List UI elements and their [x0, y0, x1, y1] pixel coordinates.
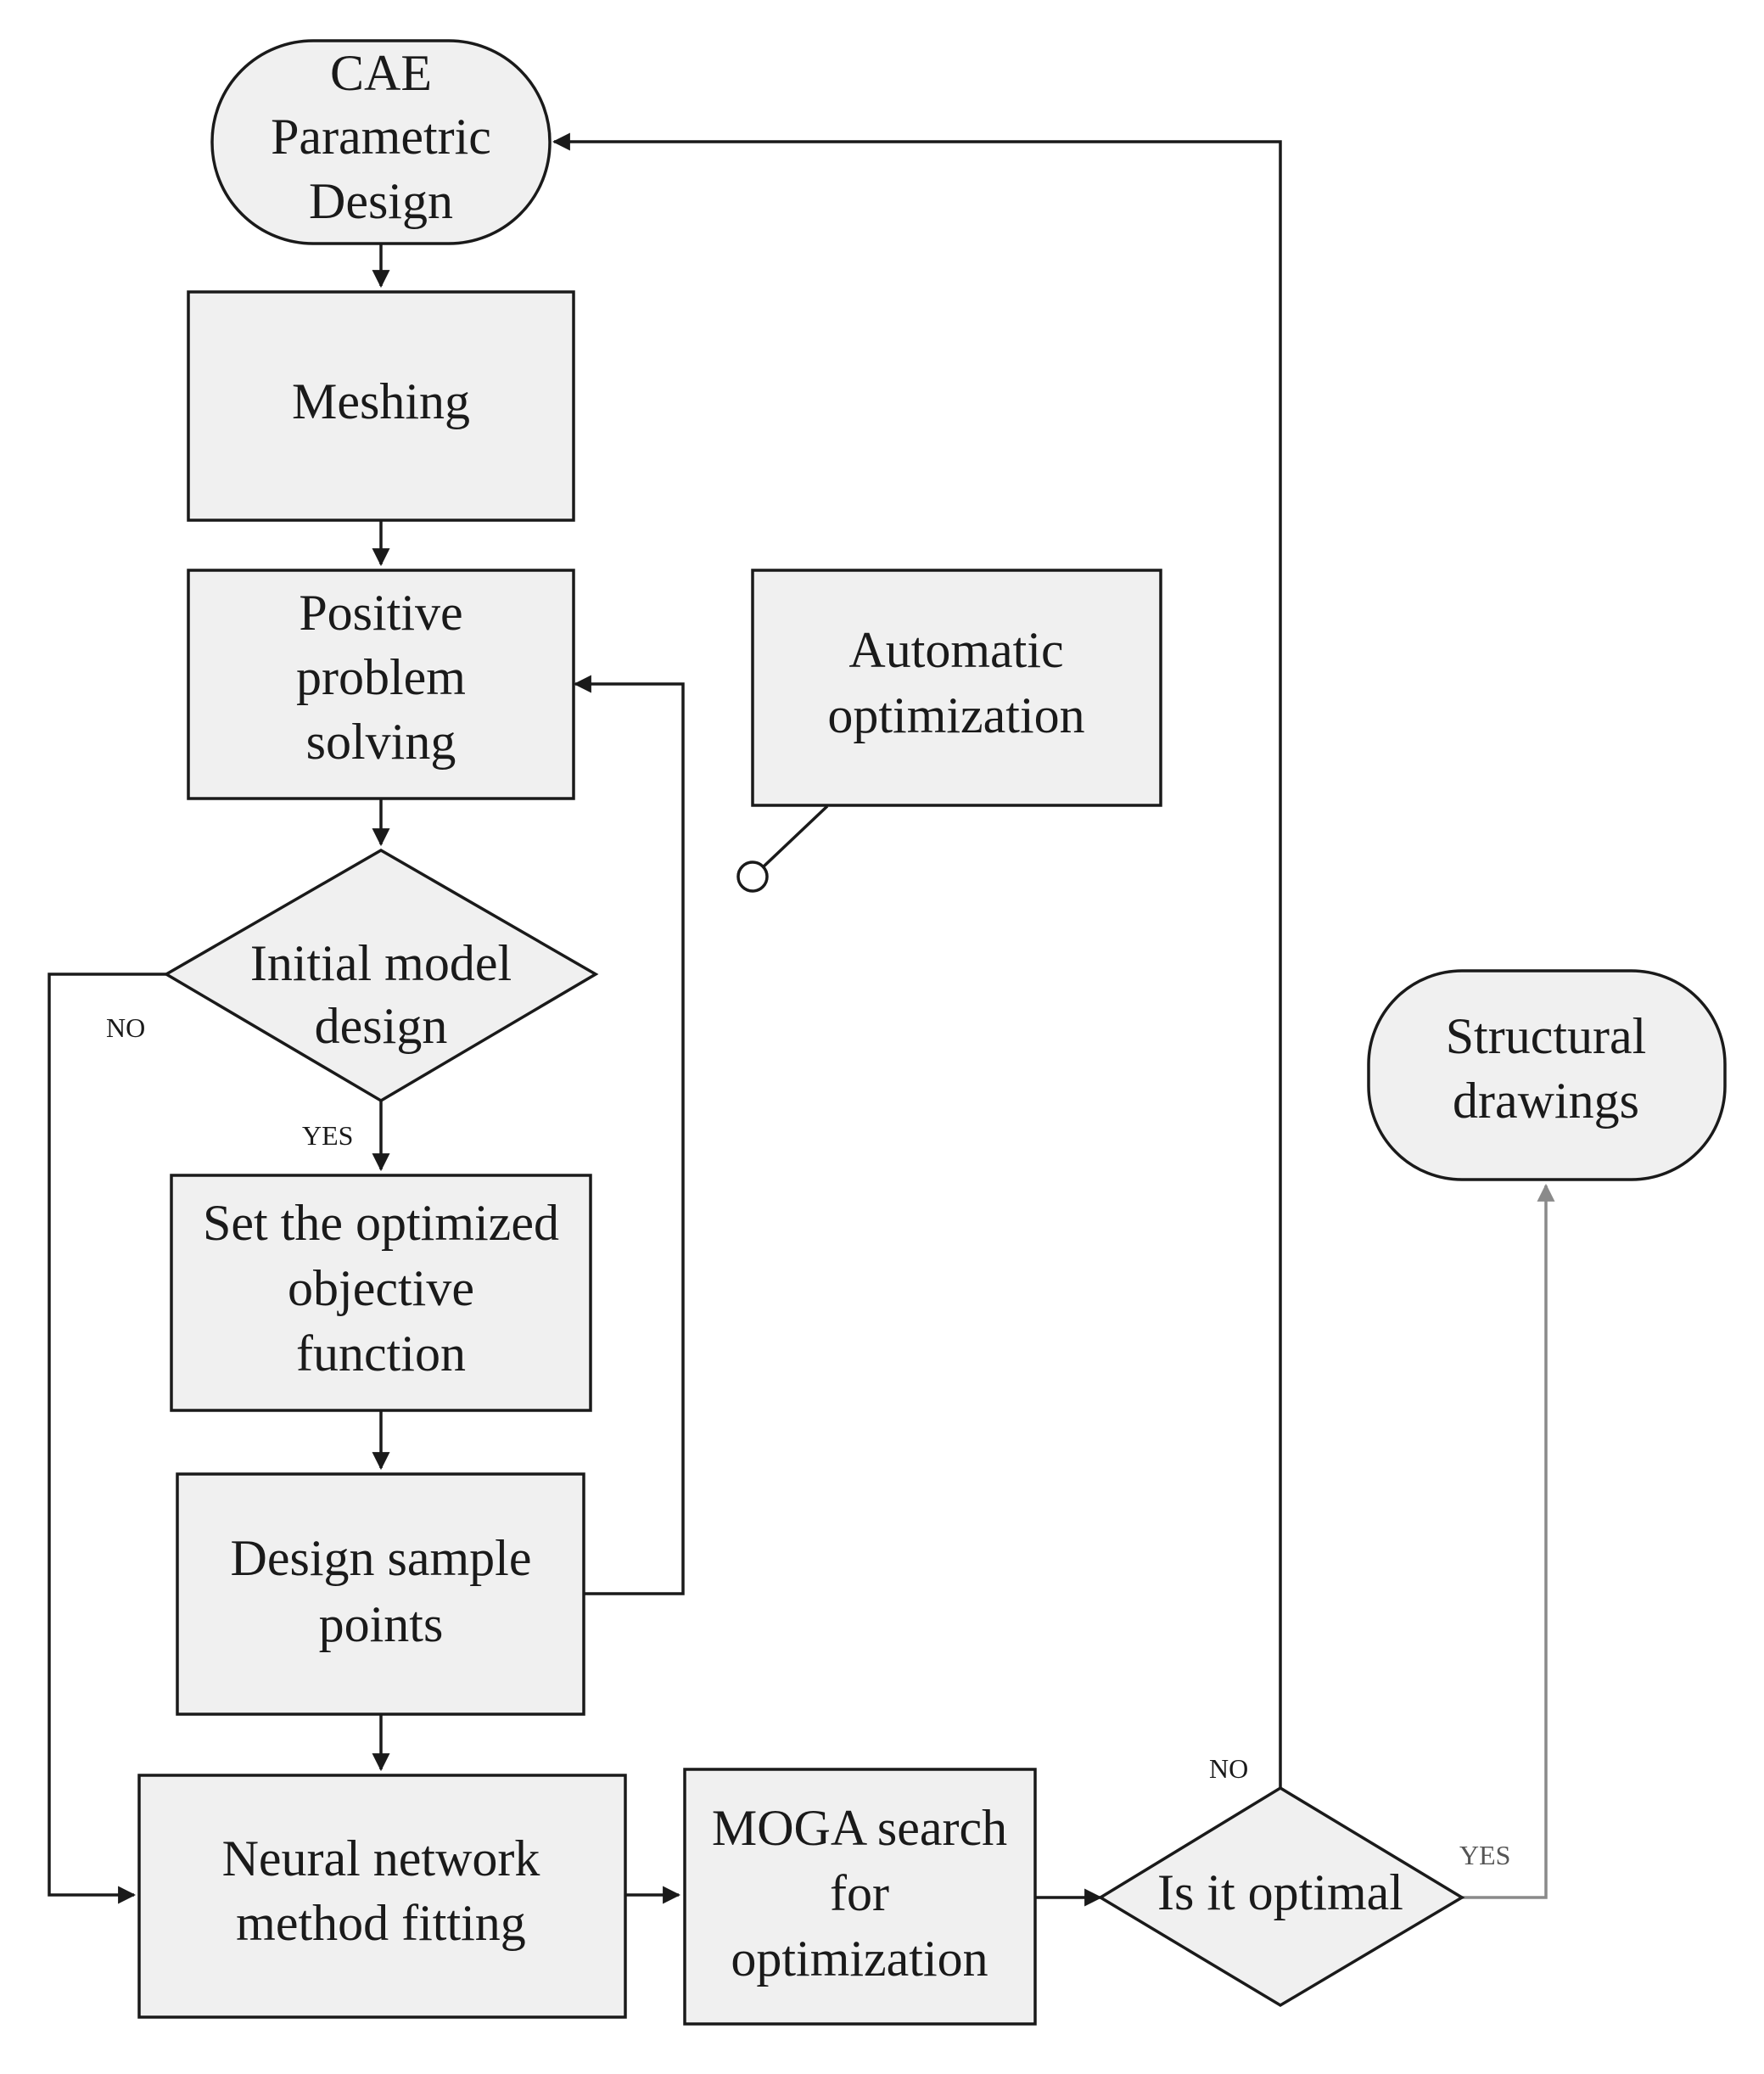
node-automatic-optimization: Automatic optimization	[751, 569, 1162, 807]
node-meshing-line-1: Meshing	[292, 373, 470, 429]
node-moga-line-1: MOGA search	[712, 1800, 1007, 1856]
node-design-sample-line-1: Design sample	[231, 1530, 532, 1586]
node-set-objective-line-1: Set the optimized	[203, 1195, 559, 1251]
callout-tail	[761, 804, 829, 869]
edge-labels: NO YES NO YES	[106, 1012, 1510, 1870]
node-cae-line-1: CAE	[330, 45, 432, 101]
arrow-initial-no-to-neural	[48, 973, 166, 1904]
node-moga-line-2: for	[830, 1865, 889, 1921]
node-automatic-line-2: optimization	[827, 687, 1084, 743]
node-neural-line-1: Neural network	[222, 1830, 540, 1886]
node-design-sample-line-2: points	[319, 1596, 444, 1652]
callout-circle	[736, 860, 769, 893]
node-structural-line-1: Structural	[1446, 1008, 1647, 1064]
node-cae-line-2: Parametric	[271, 109, 491, 165]
arrow-optimal-yes-to-structural	[1462, 1183, 1555, 1899]
node-meshing: Meshing	[187, 290, 575, 522]
node-structural-drawings: Structural drawings	[1367, 969, 1727, 1181]
node-set-objective-line-2: objective	[288, 1260, 474, 1316]
node-moga-search-for-optimization: MOGA search for optimization	[683, 1768, 1037, 2026]
optimal-no-label: NO	[1209, 1753, 1248, 1784]
connectors	[48, 132, 1555, 1907]
node-positive-problem-solving: Positive problem solving	[187, 569, 575, 800]
node-cae-parametric-design: CAE Parametric Design	[210, 39, 552, 245]
node-initial-line-2: design	[315, 998, 448, 1054]
node-moga-line-3: optimization	[731, 1931, 988, 1987]
initial-yes-label: YES	[302, 1120, 353, 1151]
node-positive-line-3: solving	[306, 714, 456, 770]
arrow-optimal-no-to-cae	[552, 132, 1282, 1788]
node-initial-model-design: Initial model design	[163, 848, 599, 1103]
node-positive-line-1: Positive	[299, 585, 462, 641]
node-set-optimized-objective-function: Set the optimized objective function	[170, 1174, 592, 1412]
node-initial-line-1: Initial model	[250, 935, 512, 991]
node-neural-line-2: method fitting	[236, 1895, 526, 1951]
node-structural-line-2: drawings	[1453, 1073, 1639, 1129]
optimal-yes-label: YES	[1459, 1840, 1510, 1870]
node-automatic-line-1: Automatic	[848, 622, 1063, 678]
node-cae-line-3: Design	[309, 173, 453, 229]
node-is-optimal-line-1: Is it optimal	[1157, 1864, 1403, 1920]
node-is-it-optimal: Is it optimal	[1097, 1785, 1465, 2008]
initial-no-label: NO	[106, 1012, 145, 1043]
node-design-sample-points: Design sample points	[176, 1472, 585, 1716]
arrow-design-sample-back-to-positive	[573, 675, 685, 1595]
node-neural-network-method-fitting: Neural network method fitting	[137, 1774, 627, 2019]
node-set-objective-line-3: function	[296, 1326, 466, 1382]
node-positive-line-2: problem	[296, 649, 466, 705]
